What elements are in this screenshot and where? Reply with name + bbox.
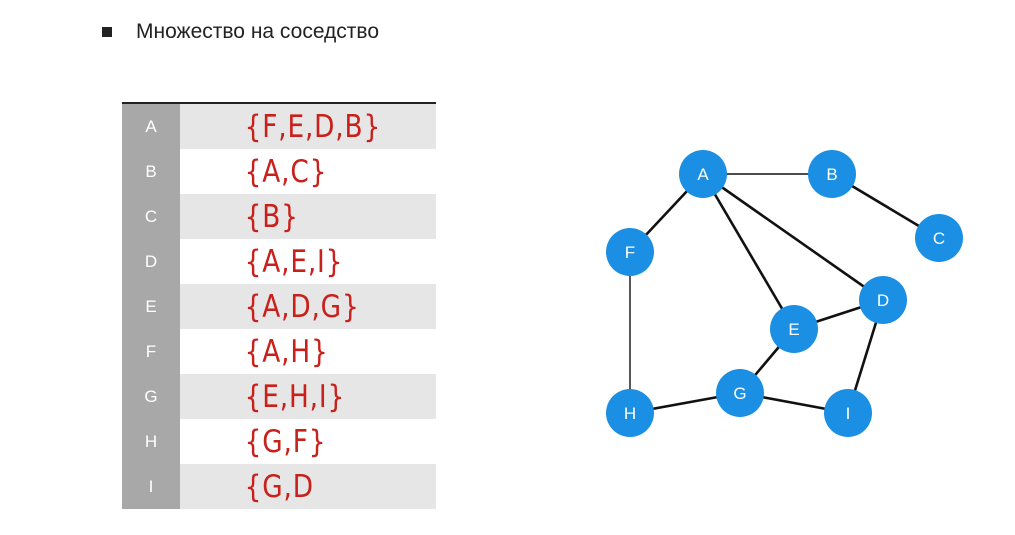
handwritten-neighbor-set: {E,H,I} bbox=[244, 378, 346, 415]
neighbor-set-cell: {E,H,I} bbox=[180, 374, 436, 419]
vertex-key: H bbox=[122, 419, 180, 464]
node-circle bbox=[606, 228, 654, 276]
neighbor-set-cell: {A,H} bbox=[180, 329, 436, 374]
vertex-key: I bbox=[122, 464, 180, 509]
vertex-key: F bbox=[122, 329, 180, 374]
table-row: A {F,E,D,B} bbox=[122, 104, 436, 149]
graph-node-h: H bbox=[606, 389, 654, 437]
graph-node-c: C bbox=[915, 214, 963, 262]
graph-node-a: A bbox=[679, 150, 727, 198]
neighbor-set-cell: {G,D bbox=[180, 464, 436, 509]
slide-heading: Множество на соседство bbox=[102, 20, 379, 44]
table-row: C {B} bbox=[122, 194, 436, 239]
graph-node-b: B bbox=[808, 150, 856, 198]
neighbor-set-cell: {F,E,D,B} bbox=[180, 104, 436, 149]
graph-node-f: F bbox=[606, 228, 654, 276]
node-circle bbox=[770, 305, 818, 353]
neighbor-set-cell: {B} bbox=[180, 194, 436, 239]
handwritten-neighbor-set: {A,H} bbox=[244, 333, 329, 370]
node-circle bbox=[859, 276, 907, 324]
adjacency-table: A {F,E,D,B} B {A,C} C {B} D {A,E,I} E {A… bbox=[122, 102, 436, 509]
node-label: F bbox=[625, 243, 635, 262]
graph-node-i: I bbox=[824, 389, 872, 437]
neighbor-set-cell: {A,E,I} bbox=[180, 239, 436, 284]
handwritten-neighbor-set: {G,F} bbox=[244, 423, 327, 460]
node-label: A bbox=[697, 165, 709, 184]
vertex-key: D bbox=[122, 239, 180, 284]
handwritten-neighbor-set: {G,D bbox=[244, 468, 314, 505]
node-circle bbox=[824, 389, 872, 437]
table-row: D {A,E,I} bbox=[122, 239, 436, 284]
table-row: H {G,F} bbox=[122, 419, 436, 464]
node-label: I bbox=[846, 404, 851, 423]
table-row: B {A,C} bbox=[122, 149, 436, 194]
table-row: G {E,H,I} bbox=[122, 374, 436, 419]
graph-node-d: D bbox=[859, 276, 907, 324]
node-circle bbox=[679, 150, 727, 198]
heading-text: Множество на соседство bbox=[136, 20, 380, 43]
node-label: D bbox=[877, 291, 889, 310]
vertex-key: C bbox=[122, 194, 180, 239]
square-bullet-icon bbox=[102, 27, 112, 37]
node-circle bbox=[716, 369, 764, 417]
graph-node-e: E bbox=[770, 305, 818, 353]
graph-node-g: G bbox=[716, 369, 764, 417]
handwritten-neighbor-set: {A,C} bbox=[244, 153, 328, 190]
vertex-key: E bbox=[122, 284, 180, 329]
graph-nodes: A B C D E F G H I bbox=[606, 150, 963, 437]
node-label: B bbox=[826, 165, 837, 184]
node-label: G bbox=[733, 384, 746, 403]
table-row: F {A,H} bbox=[122, 329, 436, 374]
node-label: E bbox=[788, 320, 799, 339]
handwritten-neighbor-set: {A,D,G} bbox=[244, 288, 360, 325]
vertex-key: G bbox=[122, 374, 180, 419]
handwritten-neighbor-set: {B} bbox=[244, 198, 299, 235]
node-circle bbox=[808, 150, 856, 198]
neighbor-set-cell: {G,F} bbox=[180, 419, 436, 464]
vertex-key: A bbox=[122, 104, 180, 149]
node-circle bbox=[915, 214, 963, 262]
neighbor-set-cell: {A,D,G} bbox=[180, 284, 436, 329]
node-circle bbox=[606, 389, 654, 437]
edge-a-d bbox=[702, 172, 884, 302]
edge-a-e bbox=[701, 173, 796, 330]
table-row: E {A,D,G} bbox=[122, 284, 436, 329]
node-label: C bbox=[933, 229, 945, 248]
table-row: I {G,D bbox=[122, 464, 436, 509]
handwritten-neighbor-set: {F,E,D,B} bbox=[244, 108, 382, 145]
node-label: H bbox=[624, 404, 636, 423]
neighbor-set-cell: {A,C} bbox=[180, 149, 436, 194]
handwritten-neighbor-set: {A,E,I} bbox=[244, 243, 344, 280]
vertex-key: B bbox=[122, 149, 180, 194]
